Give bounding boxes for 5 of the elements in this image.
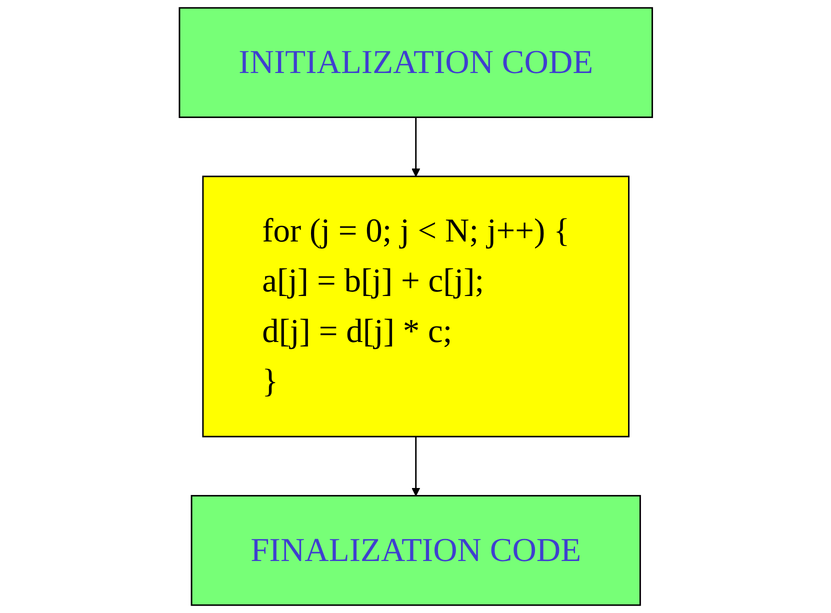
arrow xyxy=(411,117,420,177)
node-box: for (j = 0; j < N; j++) { a[j] = b[j] + c[j]; d[j] = d[j] * c; } xyxy=(202,176,630,438)
node-box: FINALIZATION CODE xyxy=(190,494,641,606)
arrow xyxy=(411,436,420,496)
node-box: INITIALIZATION CODE xyxy=(178,7,653,118)
